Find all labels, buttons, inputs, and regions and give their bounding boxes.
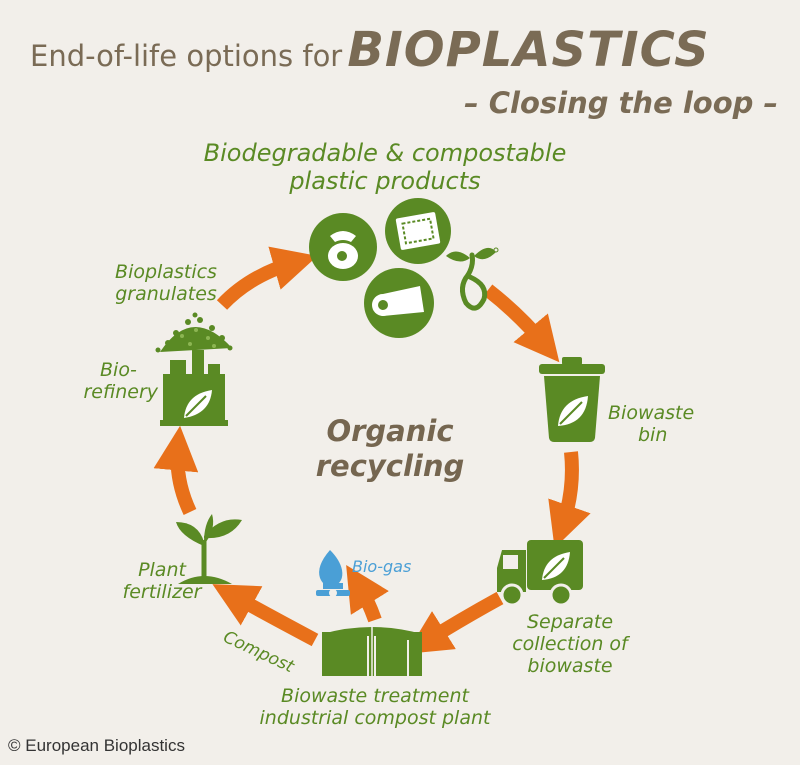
seedling-logo-icon [460,252,488,311]
copyright-text: © European Bioplastics [8,736,185,755]
products-label: Biodegradable & compostable plastic prod… [190,139,580,195]
collection-line3: biowaste [527,654,613,677]
page-title: End-of-life options for BIOPLASTICS [30,22,710,78]
arrow-granulates-to-products [216,246,318,310]
granulates-label: Bioplastics granulates [104,261,228,306]
granulates-pile-icon [155,312,233,353]
biorefinery-icon [160,350,228,426]
subtitle: – Closing the loop – [464,86,778,120]
fertilizer-line1: Plant [138,559,186,581]
granulates-line1: Bioplastics [115,261,217,283]
gas-flame-icon [316,550,350,597]
collection-line2: collection of [512,632,628,655]
fertilizer-label: Plant fertilizer [112,559,212,604]
bin-label: Biowaste bin [608,402,695,447]
product-icons [309,198,499,338]
biorefinery-label: Bio- refinery [74,359,158,404]
center-label: Organic recycling [290,414,490,484]
products-line1: Biodegradable & compostable [203,139,567,167]
bin-line2: bin [638,423,668,446]
title-main: BIOPLASTICS [347,22,710,78]
products-line2: plastic products [289,166,481,195]
arrow-bin-to-collection [548,451,591,549]
bin-line1: Biowaste [608,402,695,424]
biorefinery-line2: refinery [83,380,158,403]
granulates-line2: granulates [115,282,217,305]
center-line2: recycling [315,448,465,483]
arrow-treatment-to-biogas [346,565,389,623]
treatment-line1: Biowaste treatment [281,685,469,707]
arrow-treatment-to-fertilizer [212,584,319,647]
title-prefix: End-of-life options for [30,39,343,73]
arrow-products-to-bin [483,284,560,363]
fertilizer-line2: fertilizer [122,580,202,603]
biorefinery-line1: Bio- [100,359,137,381]
treatment-line2: industrial compost plant [259,706,491,729]
compost-plant-icon [322,625,422,676]
collection-label: Separate collection of biowaste [500,611,640,678]
arrow-fertilizer-to-biorefinery [153,425,199,515]
arrow-collection-to-treatment [406,591,504,654]
treatment-label: Biowaste treatment industrial compost pl… [230,685,520,730]
waste-bin-icon [539,357,605,442]
plant-sprout-icon [176,514,242,584]
center-line1: Organic [326,414,454,448]
truck-icon [497,540,583,607]
collection-line1: Separate [526,611,614,633]
biogas-label: Bio-gas [352,557,412,576]
